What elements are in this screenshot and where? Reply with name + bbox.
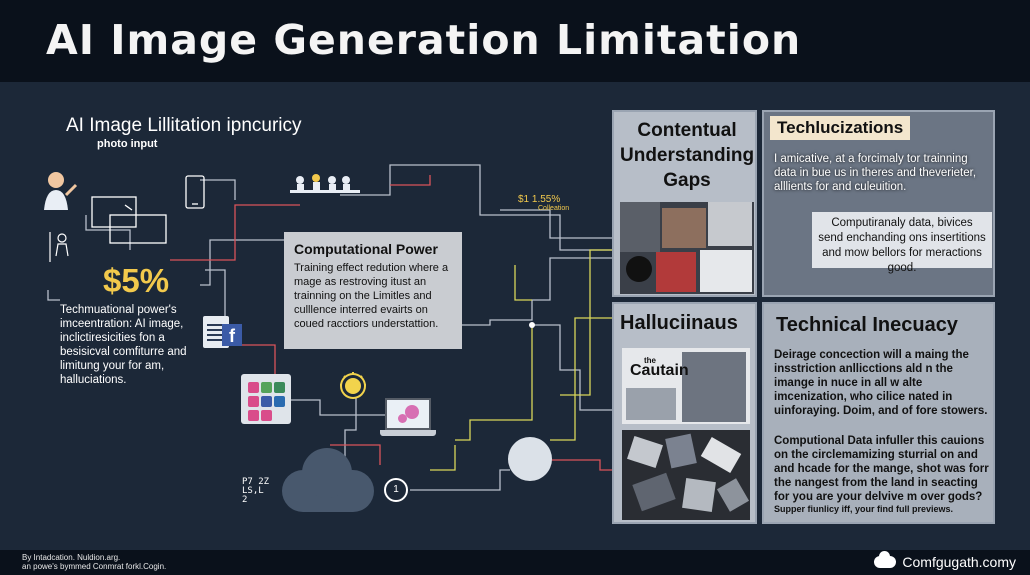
instagram-icon [248, 396, 259, 407]
connector-line [242, 344, 276, 388]
laptop-base [380, 430, 436, 436]
avatar [508, 437, 552, 481]
instagram-icon [261, 410, 272, 421]
small-stat-value: $1 1.55% [518, 194, 561, 205]
connector-line [170, 204, 300, 261]
computational-power-title: Computational Power [294, 241, 438, 257]
panel-title: Technical Inecuacy [776, 314, 958, 336]
person-outline-icon [49, 232, 69, 262]
connector-line [200, 179, 236, 200]
connector-line [430, 445, 456, 471]
instagram-icon [248, 382, 259, 393]
panel-text: I amicative, at a forcimaly tor trainnin… [774, 153, 977, 193]
footer: By Intadcation. Nuldion.arg. an powe's b… [0, 550, 1030, 575]
connector-line [560, 249, 612, 396]
laptop-screen-graphic [405, 405, 419, 419]
connector-line [205, 269, 226, 320]
app-v-icon [274, 382, 285, 393]
social-apps-card [241, 374, 291, 424]
panel-tag: Techlucizations [770, 116, 911, 140]
connector-line [550, 317, 612, 441]
connector-line [200, 239, 284, 286]
linkedin-icon [274, 396, 285, 407]
magazine-collage [622, 348, 750, 424]
title-bar: AI Image Generation Limitation [0, 0, 1030, 82]
laptop-screen-graphic [398, 414, 407, 423]
connector-line [344, 395, 357, 460]
image-collage [620, 202, 754, 294]
connector-line [514, 265, 532, 301]
magazine-title: Cautain [630, 362, 689, 379]
junction-dot [529, 322, 535, 328]
cloud-logo-icon [874, 551, 897, 568]
panel-title: Halluciinaus [620, 312, 738, 334]
connector-line [410, 469, 510, 491]
stat-value: $5% [103, 262, 170, 299]
panel-title: Contentual Understanding Gaps [620, 120, 755, 191]
section-subtitle: AI Image Lillitation ipncuricy [66, 115, 302, 136]
small-stat-caption: Colleation [538, 205, 570, 212]
team-icon [290, 174, 360, 193]
timer-icon: 1 [384, 478, 408, 502]
person-waving-icon [44, 172, 78, 210]
panel-technical: Techlucizations I amicative, at a forcim… [762, 110, 995, 297]
brand-name: Comfgugath.comy [902, 554, 1016, 570]
scribble-line: LS,L [242, 486, 264, 496]
sun-icon [345, 378, 361, 394]
connector-line [85, 215, 131, 250]
footer-credit-line: By Intadcation. Nuldion.arg. [22, 553, 121, 562]
connector-line [550, 459, 612, 471]
section-subtitle-caption: photo input [97, 138, 158, 150]
sun-rays-icon [340, 372, 366, 398]
footer-brand: Comfgugath.comy [874, 551, 1016, 570]
monitor-icon [91, 196, 167, 244]
computational-power-body: Training effect redution where a mage as… [294, 262, 449, 330]
connector-line [340, 164, 612, 251]
panel-text: Deirage concection will a maing the inss… [774, 349, 988, 417]
connector-line [47, 290, 60, 301]
connector-line [455, 325, 533, 441]
connector-line [462, 257, 612, 326]
left-description: Techmuational power's imceentration: AI … [60, 304, 187, 386]
phone-icon [185, 175, 205, 209]
magazine-label: the [644, 356, 656, 365]
fragment-collage [622, 430, 750, 520]
scribble-line: 2 [242, 495, 248, 505]
connector-line [390, 175, 431, 186]
connector-line [330, 444, 381, 465]
panel-text: Computional Data infuller this cauions o… [774, 435, 989, 503]
computational-power-box: Computational Power Training effect redu… [284, 232, 462, 349]
scribble-line: P7 2Z [242, 477, 270, 487]
panel-callout: Computiranaly data, bivices send enchand… [812, 212, 992, 274]
connector-line [290, 399, 385, 416]
facebook-icon [261, 396, 272, 407]
footer-credits: By Intadcation. Nuldion.arg. an powe's b… [22, 553, 166, 571]
panel-hallucinations: Halluciinaus the Cautain [612, 302, 757, 524]
panel-footnote: Supper fiunlicy iff, your find full prev… [774, 504, 954, 514]
panel-contextual-gaps: Contentual Understanding Gaps [612, 110, 757, 297]
instagram-icon [248, 410, 259, 421]
page-title: AI Image Generation Limitation [46, 16, 802, 64]
facebook-icon: f [222, 324, 242, 346]
footer-credit-line: an powe's bymmed Conmrat forkl.Cogin. [22, 562, 167, 571]
panel-technical-inaccuracy: Technical Inecuacy Deirage concection wi… [762, 302, 995, 524]
scribble-text: P7 2Z LS,L 2 [242, 478, 269, 505]
check-app-icon [261, 382, 272, 393]
connector-line [500, 209, 612, 239]
cloud-icon [282, 448, 374, 512]
connector-line [532, 324, 612, 411]
